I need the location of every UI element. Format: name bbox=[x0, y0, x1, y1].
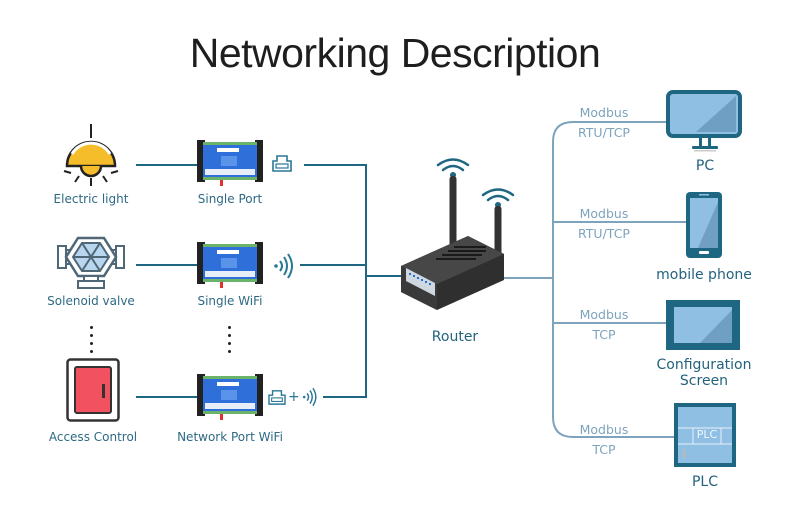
right-trunk bbox=[552, 121, 676, 438]
endpoint-label-electric-light: Electric light bbox=[53, 192, 129, 206]
more-endpoints-ellipsis bbox=[90, 326, 94, 358]
module-label-network-port-wifi: Network Port WiFi bbox=[177, 430, 283, 444]
ethernet-port-icon bbox=[272, 155, 292, 172]
ethernet-port-icon bbox=[268, 390, 286, 405]
protocol-label-plc: Modbus TCP bbox=[579, 422, 629, 457]
monitor-icon bbox=[666, 90, 742, 152]
protocol-label-pc: Modbus RTU/TCP bbox=[578, 105, 630, 140]
touchscreen-icon bbox=[666, 300, 740, 350]
plus-sign: + bbox=[288, 389, 300, 405]
router-label: Router bbox=[431, 329, 479, 345]
module-label-single-wifi: Single WiFi bbox=[197, 294, 263, 308]
module-label-single-port: Single Port bbox=[197, 192, 263, 206]
endpoint-label-access-control: Access Control bbox=[48, 430, 138, 444]
io-module-icon bbox=[197, 140, 263, 186]
endpoint-label-solenoid-valve: Solenoid valve bbox=[47, 294, 135, 308]
ethernet-plus-wifi-icon: + bbox=[268, 386, 320, 408]
page-title: Networking Description bbox=[189, 30, 601, 76]
wifi-signal-icon bbox=[302, 387, 317, 407]
io-module-icon bbox=[197, 374, 263, 420]
plc-badge: PLC bbox=[696, 428, 718, 441]
door-icon bbox=[66, 358, 120, 422]
lamp-icon bbox=[63, 124, 119, 186]
valve-icon bbox=[57, 236, 125, 289]
client-label-pc: PC bbox=[695, 158, 715, 174]
phone-icon bbox=[686, 192, 722, 258]
protocol-label-screen: Modbus TCP bbox=[579, 307, 629, 342]
protocol-label-phone: Modbus RTU/TCP bbox=[578, 206, 630, 241]
more-modules-ellipsis bbox=[228, 326, 232, 358]
wifi-signal-icon bbox=[274, 253, 293, 279]
io-module-icon bbox=[197, 242, 263, 288]
client-label-mobile-phone: mobile phone bbox=[656, 267, 752, 283]
router-icon bbox=[401, 158, 515, 310]
client-label-configuration-screen: Configuration Screen bbox=[656, 357, 752, 389]
client-label-plc: PLC bbox=[691, 474, 719, 490]
plc-icon bbox=[674, 403, 736, 467]
